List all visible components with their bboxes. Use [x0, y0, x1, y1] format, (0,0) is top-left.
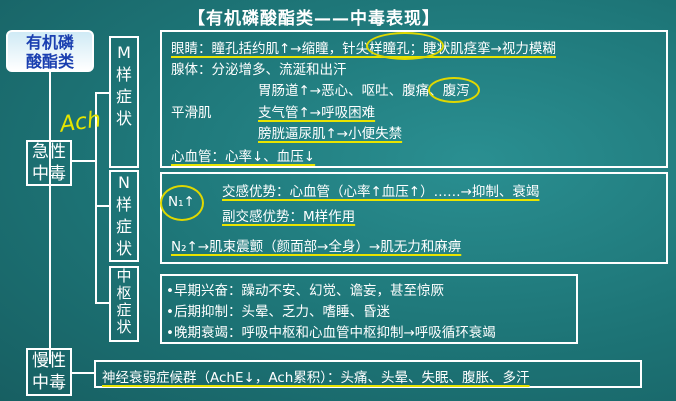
circle-abdominal-pain: [428, 77, 480, 103]
m-eye-line: 眼睛：瞳孔括约肌↑→缩瞳，针尖样瞳孔；睫状肌痉挛→视力模糊: [171, 41, 556, 57]
connector-branch-vertical: [95, 92, 97, 304]
cns-early-line: •早期兴奋：躁动不安、幻觉、谵妄，甚至惊厥: [166, 283, 444, 299]
m-symptom-label: M 样 症 状: [115, 43, 132, 128]
cns-panel-border: [160, 274, 578, 344]
chronic-label: 慢性 中毒: [32, 351, 66, 393]
main-topic-label: 有机磷 酸酯类: [25, 33, 74, 71]
n-panel-border: [160, 172, 668, 264]
m-symptom-box: [109, 36, 139, 168]
main-topic-box: 有机磷 酸酯类: [6, 30, 94, 72]
slide-title: 【有机磷酸酯类——中毒表现】: [188, 9, 440, 29]
acute-label: 急性 中毒: [32, 142, 66, 184]
acute-box: [26, 140, 72, 186]
connector-m: [95, 92, 109, 94]
n-sympathetic-line: 交感优势：心血管（心率↑血压↑）……→抑制、衰竭: [222, 184, 540, 200]
connector-vertical-main: [49, 72, 51, 364]
n-symptom-box: [109, 170, 139, 262]
chronic-text-line: 神经衰弱症候群（AchE↓，Ach累积）：头痛、头晕、失眠、腹胀、多汗: [102, 370, 530, 386]
m-bladder-line: 膀胱逼尿肌↑→小便失禁: [258, 126, 403, 142]
n-symptom-label: N 样 症 状: [115, 173, 132, 258]
chronic-box: [26, 348, 72, 396]
m-cardio-line: 心血管：心率↓、血压↓: [171, 149, 316, 165]
n-parasympathetic-line: 副交感优势：M样作用: [222, 209, 356, 225]
m-gland-line: 腺体：分泌增多、流涎和出汗: [171, 62, 347, 78]
n2-line: N₂↑→肌束震颤（颜面部→全身）→肌无力和麻痹: [171, 239, 462, 255]
connector-c: [95, 302, 109, 304]
chronic-panel-border: [94, 360, 642, 388]
cns-symptom-label: 中 枢 症 状: [116, 267, 132, 336]
m-bronchi-line: 支气管↑→呼吸困难: [258, 105, 376, 121]
circle-pupil: [366, 32, 444, 60]
smooth-muscle-label: 平滑肌: [171, 105, 212, 121]
cns-final-line: •晚期衰竭：呼吸中枢和心血管中枢抑制→呼吸循环衰竭: [166, 325, 496, 341]
m-smooth-label: 平滑肌: [171, 101, 212, 121]
connector-n: [95, 205, 109, 207]
connector-chronic: [72, 372, 94, 374]
circle-n1: [160, 185, 204, 221]
connector-acute-branch: [72, 160, 96, 162]
m-panel-border: [160, 30, 668, 168]
cns-symptom-box: [109, 266, 139, 342]
cns-late-line: •后期抑制：头晕、乏力、嗜睡、昏迷: [166, 304, 390, 320]
m-gi-line: 胃肠道↑→恶心、呕吐、腹痛、腹泻: [258, 83, 470, 99]
